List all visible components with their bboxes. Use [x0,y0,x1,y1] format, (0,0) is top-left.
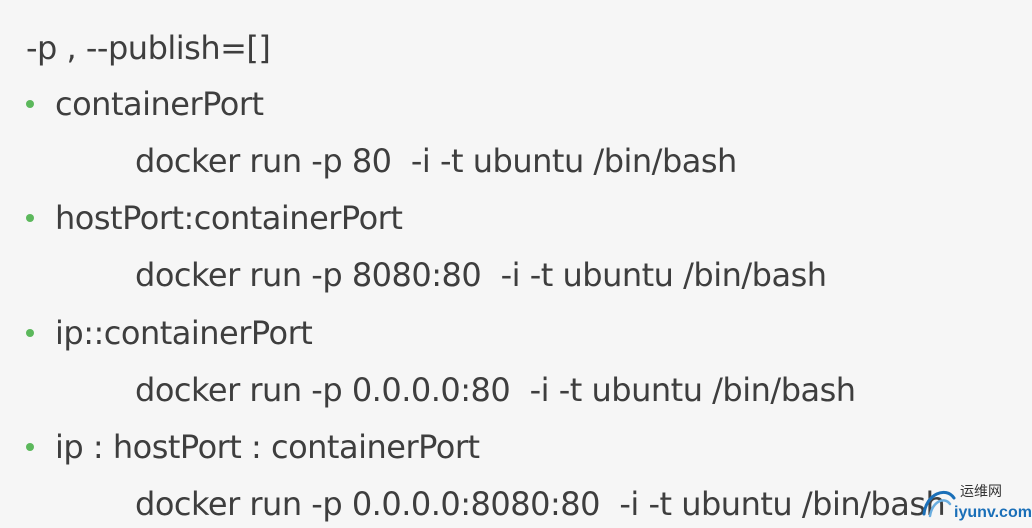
page-title: -p , --publish=[] [26,29,271,67]
command-example: docker run -p 0.0.0.0:80 -i -t ubuntu /b… [135,371,856,409]
watermark-logo: 运维网 iyunv.com [920,482,1032,526]
list-item-label: ip : hostPort : containerPort [55,428,480,466]
bullet-icon [26,443,34,451]
bullet-icon [26,214,34,222]
bullet-icon [26,329,34,337]
bullet-icon [26,100,34,108]
watermark-en: iyunv.com [954,504,1032,521]
list-item-ip-host-container: ip : hostPort : containerPort [26,425,480,469]
command-example: docker run -p 0.0.0.0:8080:80 -i -t ubun… [135,485,946,523]
iyunv-logo-icon [922,491,956,518]
list-item-label: hostPort:containerPort [55,199,403,237]
list-item-ip-container-port: ip::containerPort [26,311,313,355]
command-example: docker run -p 80 -i -t ubuntu /bin/bash [135,142,737,180]
list-item-host-port: hostPort:containerPort [26,196,403,240]
list-item-label: containerPort [55,85,264,123]
watermark-cn: 运维网 [960,484,1002,500]
list-item-container-port: containerPort [26,82,264,126]
list-item-label: ip::containerPort [55,314,313,352]
command-example: docker run -p 8080:80 -i -t ubuntu /bin/… [135,256,827,294]
